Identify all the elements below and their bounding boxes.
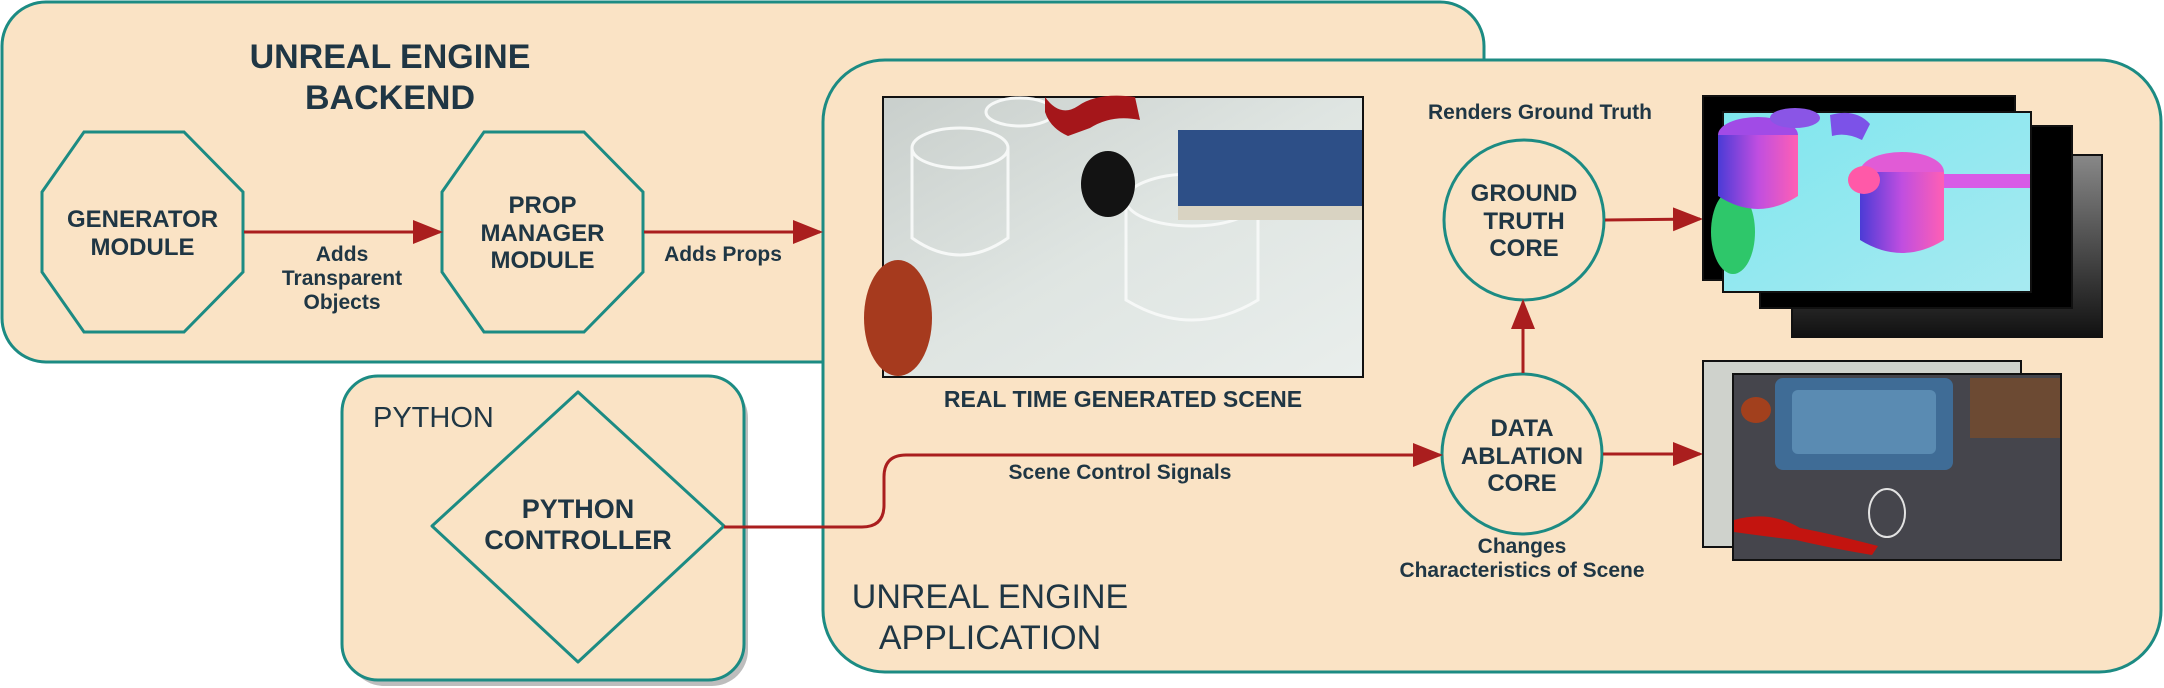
backend-group-title: UNREAL ENGINE BACKEND bbox=[249, 38, 531, 117]
data-ablation-core-label: DATA ABLATION CORE bbox=[1460, 415, 1584, 498]
edge-python-to-ablation bbox=[724, 443, 1443, 529]
ablation-photo-stack bbox=[1702, 360, 2062, 561]
python-group-title: PYTHON bbox=[373, 402, 494, 434]
edge-label-adds-props: Adds Props bbox=[664, 243, 782, 266]
scene-caption: REAL TIME GENERATED SCENE bbox=[943, 386, 1303, 412]
ground-truth-core-label: GROUND TRUTH CORE bbox=[1470, 180, 1578, 263]
edge-label-changes: Changes Characteristics of Scene bbox=[1399, 535, 1645, 583]
python-controller-shape bbox=[430, 390, 726, 664]
edge-ground-truth-to-renders bbox=[1604, 207, 1703, 232]
edge-label-renders-ground-truth: Renders Ground Truth bbox=[1427, 101, 1652, 124]
ground-truth-render-stack bbox=[1702, 95, 2103, 338]
python-controller-label: PYTHON CONTROLLER bbox=[484, 494, 672, 556]
edge-label-scene-control: Scene Control Signals bbox=[1008, 461, 1232, 484]
prop-manager-module-shape bbox=[440, 130, 645, 334]
edge-label-adds-transparent: Adds Transparent Objects bbox=[281, 243, 403, 315]
application-group-title: UNREAL ENGINE APPLICATION bbox=[851, 578, 1129, 657]
generator-module-shape bbox=[40, 130, 245, 334]
prop-manager-module-label: PROP MANAGER MODULE bbox=[480, 192, 605, 275]
scene-image bbox=[864, 95, 1364, 378]
generator-module-label: GENERATOR MODULE bbox=[66, 206, 219, 261]
